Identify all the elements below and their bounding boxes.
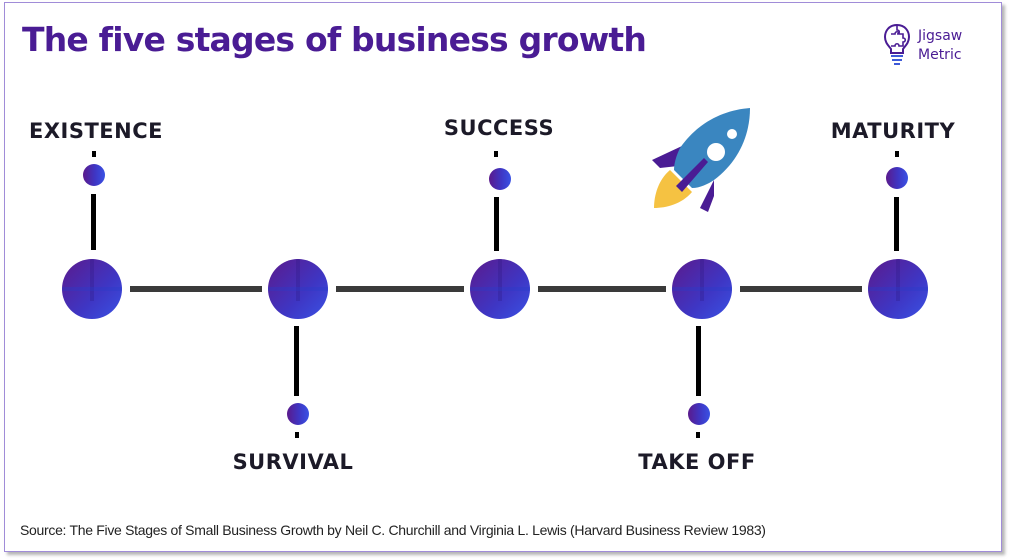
- stage-label: SUCCESS: [443, 116, 555, 140]
- logo-line-2: Metric: [918, 47, 962, 63]
- source-citation: Source: The Five Stages of Small Busines…: [20, 522, 766, 538]
- tick: [895, 151, 899, 157]
- stage-stem: [894, 197, 899, 251]
- logo-line-1: Jigsaw: [918, 28, 963, 44]
- tick: [295, 432, 299, 438]
- stage-node: [470, 259, 530, 319]
- stage-dot-small: [688, 403, 710, 425]
- rocket-icon: [652, 108, 750, 212]
- stage-node: [62, 259, 122, 319]
- brand-logo: Jigsaw Metric: [882, 22, 982, 72]
- stage-label: SURVIVAL: [232, 450, 354, 474]
- connector-2-3: [336, 286, 464, 292]
- stage-dot-small: [489, 168, 511, 190]
- stage-dot-small: [886, 167, 908, 189]
- stage-label: TAKE OFF: [638, 450, 756, 474]
- logo-text: Jigsaw Metric: [918, 27, 962, 65]
- connector-4-5: [740, 286, 862, 292]
- connector-1-2: [130, 286, 262, 292]
- tick: [696, 432, 700, 438]
- stage-label: EXISTENCE: [29, 119, 163, 143]
- stage-stem: [91, 194, 96, 250]
- tick: [494, 151, 498, 157]
- stage-stem: [294, 326, 299, 396]
- stage-dot-small: [287, 403, 309, 425]
- stage-node: [868, 259, 928, 319]
- stage-node: [672, 259, 732, 319]
- stage-stem: [696, 326, 701, 396]
- stage-stem: [494, 197, 499, 251]
- tick: [92, 151, 96, 157]
- puzzle-lightbulb-icon: [883, 23, 911, 65]
- stage-dot-small: [83, 164, 105, 186]
- stage-label: MATURITY: [830, 119, 956, 143]
- connector-3-4: [538, 286, 666, 292]
- page-title: The five stages of business growth: [22, 20, 647, 59]
- stage-node: [268, 259, 328, 319]
